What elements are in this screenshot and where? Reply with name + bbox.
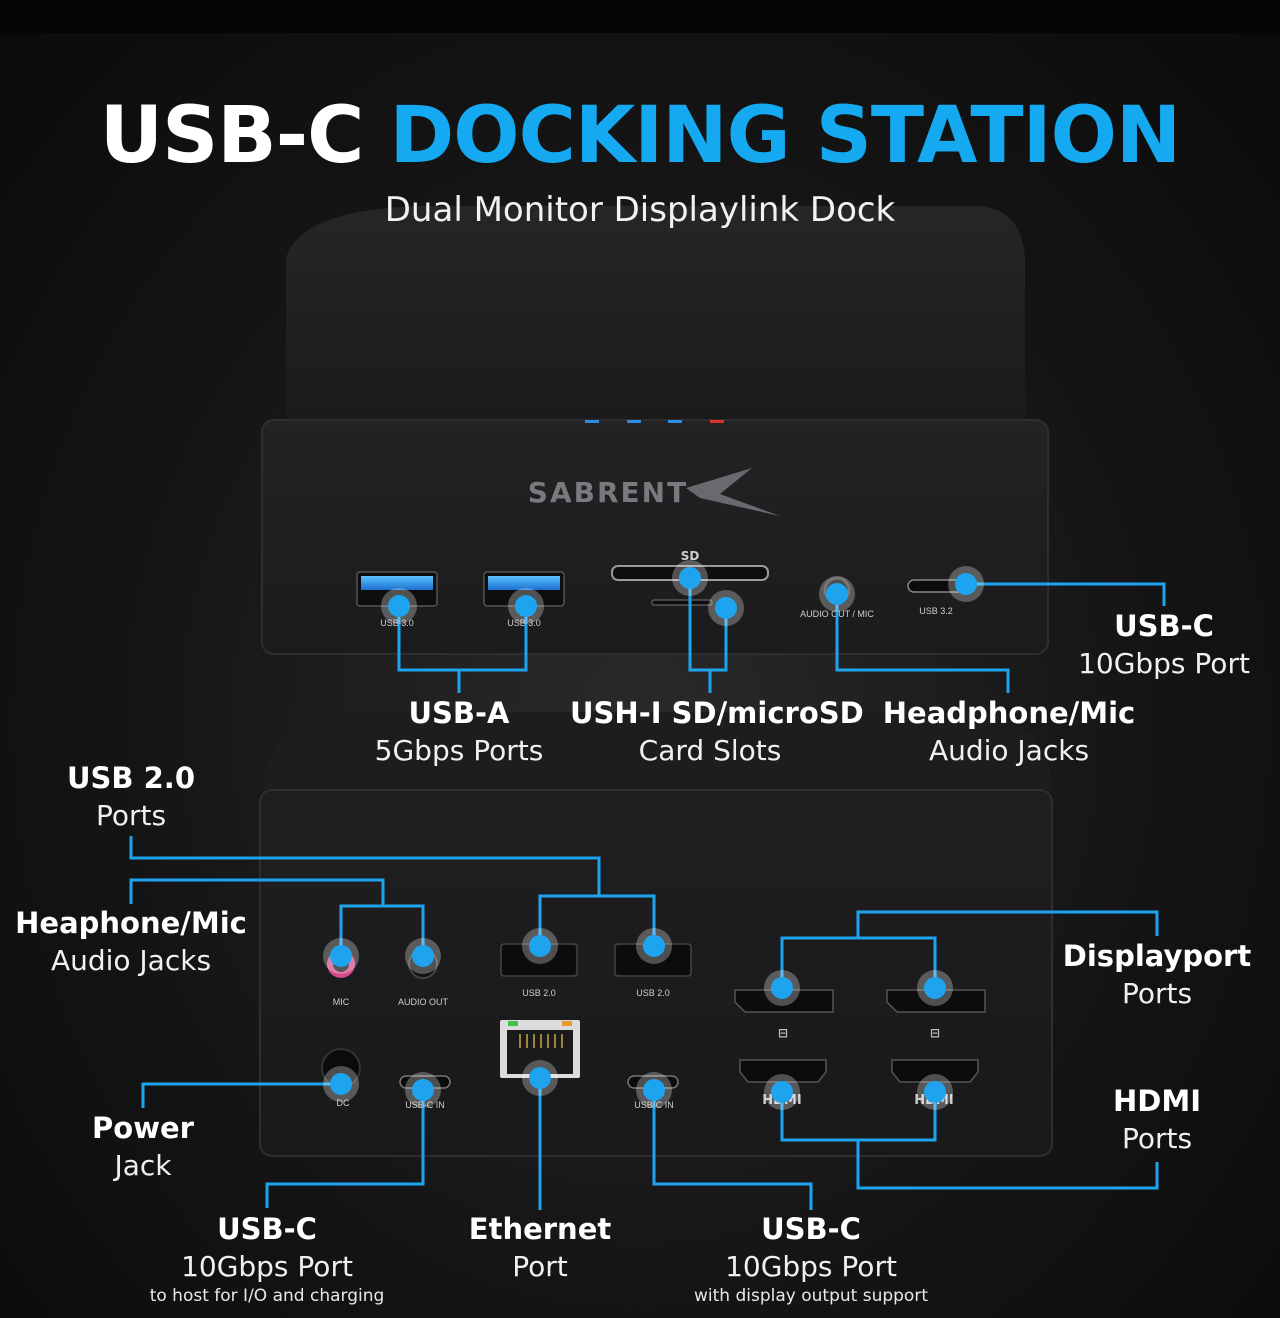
callout-power: Power Jack <box>68 1110 218 1184</box>
ethernet-led-amber <box>562 1021 572 1026</box>
callout-sub: 5Gbps Ports <box>374 734 544 767</box>
audio-out-text: AUDIO OUT <box>398 997 449 1007</box>
mic-text: MIC <box>333 997 350 1007</box>
sd-text: SD <box>681 549 700 563</box>
callout-sub: Ports <box>95 799 167 832</box>
brand-logo: SABRENT <box>528 476 688 509</box>
callout-sub: Audio Jacks <box>928 734 1090 767</box>
callout-heading: USB-C <box>1114 609 1214 643</box>
microsd-slot <box>651 599 713 606</box>
subtitle: Dual Monitor Displaylink Dock <box>384 190 896 230</box>
callout-note: with display output support <box>694 1286 928 1306</box>
callout-sd-slots: USH-I SD/microSD Card Slots <box>570 695 864 769</box>
callout-sub: Ports <box>1121 977 1193 1010</box>
callout-sub: Port <box>512 1250 568 1283</box>
callout-headphone-front: Headphone/Mic Audio Jacks <box>878 695 1140 769</box>
ethernet-pins <box>519 1034 563 1048</box>
callout-heading: Headphone/Mic <box>882 696 1136 730</box>
callout-note: to host for I/O and charging <box>149 1286 385 1306</box>
callout-sub: 10Gbps Port <box>181 1250 353 1283</box>
dock-front-view: SABRENT USB 3.0 USB 3.0 SD AUDIO OUT / M… <box>261 206 1049 655</box>
front-usbc-text: USB 3.2 <box>919 606 953 616</box>
page-title: USB-C DOCKING STATION <box>0 88 1280 184</box>
callout-usb-c-front: USB-C 10Gbps Port <box>1064 608 1264 682</box>
dock-front-panel <box>261 419 1049 655</box>
usbc-in-1-text: USB-C IN <box>405 1100 445 1110</box>
callout-hdmi: HDMI Ports <box>1077 1083 1237 1157</box>
led-2 <box>627 420 641 423</box>
callout-usbc-host: USB-C 10Gbps Port to host for I/O and ch… <box>137 1211 397 1307</box>
dock-top-block <box>286 206 1025 430</box>
callout-sub: Audio Jacks <box>50 944 212 977</box>
callout-heading: USB-A <box>408 696 510 730</box>
dp-2-icon: ⊟ <box>930 1026 940 1040</box>
title-part2: DOCKING STATION <box>389 91 1182 181</box>
callout-usbc-display: USB-C 10Gbps Port with display output su… <box>681 1211 941 1307</box>
dock-back-top <box>262 712 1052 790</box>
callout-headphone-back: Heaphone/Mic Audio Jacks <box>10 905 252 979</box>
callout-heading: Heaphone/Mic <box>15 906 247 940</box>
title-part1: USB-C <box>99 91 365 181</box>
hdmi-port-1 <box>739 1059 827 1083</box>
usb-a-port-1-tongue <box>361 576 433 590</box>
callout-lines <box>129 578 1166 1210</box>
callout-sub: 10Gbps Port <box>725 1250 897 1283</box>
callout-sub: Card Slots <box>638 734 782 767</box>
callout-displayport: Displayport Ports <box>1052 938 1262 1012</box>
callout-heading: Ethernet <box>468 1212 612 1246</box>
callout-heading: USB-C <box>217 1212 317 1246</box>
usb20-2-text: USB 2.0 <box>636 988 670 998</box>
callout-heading: Displayport <box>1062 939 1252 973</box>
callout-usb20: USB 2.0 Ports <box>40 760 222 834</box>
usb-a-port-2-tongue <box>488 576 560 590</box>
led-1 <box>585 420 599 423</box>
hdmi-port-2 <box>891 1059 979 1083</box>
ethernet-led-green <box>508 1021 518 1026</box>
dock-back-view: MIC AUDIO OUT USB 2.0 USB 2.0 ⊟ ⊟ <box>259 712 1053 1157</box>
callout-heading: Power <box>92 1111 194 1145</box>
dc-text: DC <box>337 1098 350 1108</box>
usb-a-2-text: USB 3.0 <box>507 618 541 628</box>
dp-1-icon: ⊟ <box>778 1026 788 1040</box>
top-bar <box>0 0 1280 33</box>
led-3 <box>668 420 682 423</box>
callout-markers <box>323 560 984 1110</box>
callout-sub: Ports <box>1121 1122 1193 1155</box>
displayport-2 <box>886 989 986 1013</box>
callout-ethernet: Ethernet Port <box>450 1211 630 1285</box>
callout-heading: USB-C <box>761 1212 861 1246</box>
callout-usb-a: USB-A 5Gbps Ports <box>349 695 569 769</box>
led-4 <box>710 420 724 423</box>
brand-swoosh <box>686 468 780 516</box>
displayport-1 <box>734 989 834 1013</box>
callout-heading: USH-I SD/microSD <box>570 696 864 730</box>
callout-heading: HDMI <box>1113 1084 1201 1118</box>
usb20-1-text: USB 2.0 <box>522 988 556 998</box>
usb-a-1-text: USB 3.0 <box>380 618 414 628</box>
callout-heading: USB 2.0 <box>66 761 195 795</box>
callout-sub: Jack <box>114 1149 172 1182</box>
callout-sub: 10Gbps Port <box>1078 647 1250 680</box>
